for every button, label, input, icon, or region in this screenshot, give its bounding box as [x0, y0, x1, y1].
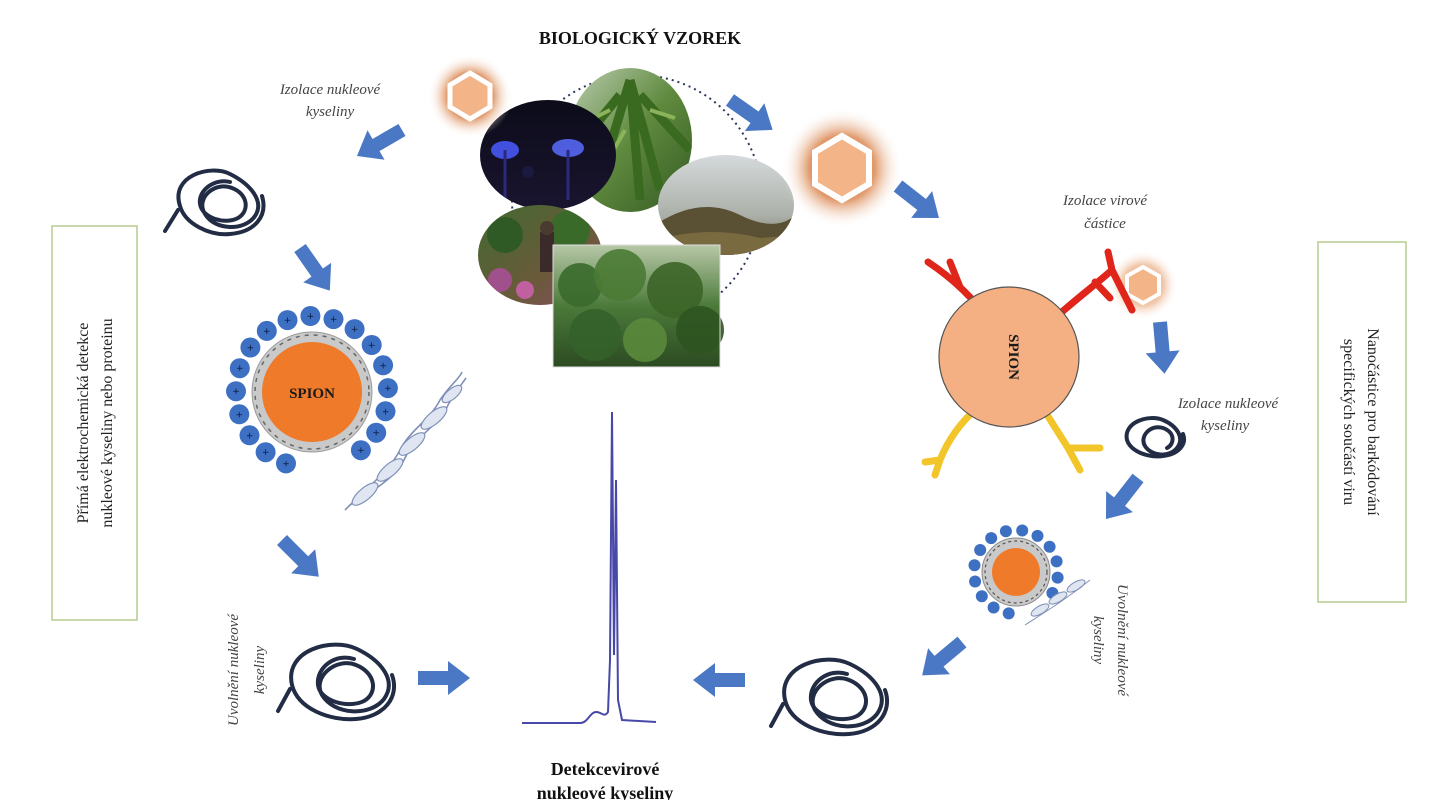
- arrow-to-large-virus: [720, 86, 783, 144]
- charged-bead: [1050, 555, 1063, 568]
- charged-bead: [300, 306, 321, 326]
- charged-bead: [229, 358, 250, 379]
- charged-bead: [240, 337, 261, 358]
- nucleic-acid-coil-right-large: [769, 657, 889, 737]
- label-isolation-nucleic-right-2: kyseliny: [1201, 418, 1250, 434]
- label-isolation-nucleic-left-2: kyseliny: [306, 104, 355, 120]
- bead-charge-sign: +: [382, 407, 390, 417]
- biological-sample-title: BIOLOGICKÝ VZOREK: [539, 27, 741, 48]
- charged-bead: [968, 559, 981, 572]
- label-release-left-2: kyseliny: [252, 646, 268, 695]
- bead-charge-sign: +: [262, 448, 270, 458]
- bead-charge-sign: +: [284, 316, 292, 326]
- label-release-left: Uvolnění nukleové: [226, 613, 242, 726]
- charged-bead: [1002, 607, 1015, 620]
- label-isolation-nucleic-right: Izolace nukleové: [1177, 396, 1280, 412]
- charged-beads-left: ++++++++++++++++++: [226, 306, 398, 474]
- virus-particle-large: [782, 108, 902, 228]
- charged-bead: [974, 544, 987, 556]
- charged-bead: [277, 310, 298, 331]
- left-box-text-line1: Přímá elektrochemická detekce: [75, 323, 92, 524]
- charged-bead: [1043, 540, 1056, 553]
- charged-bead: [985, 532, 998, 545]
- charged-bead: [229, 404, 250, 425]
- nucleic-acid-coil-release-left: [276, 642, 396, 722]
- bead-charge-sign: +: [357, 446, 365, 456]
- label-release-right: Uvolnění nukleové: [1114, 584, 1130, 697]
- bead-charge-sign: +: [384, 384, 392, 394]
- arrow-down-right: [1143, 320, 1182, 376]
- spion-label-right: SPION: [1005, 334, 1021, 380]
- arrow-to-peak-left: [418, 661, 470, 695]
- label-isolation-virus-2: částice: [1084, 216, 1126, 232]
- charged-bead: [987, 601, 1000, 614]
- bead-charge-sign: +: [232, 387, 240, 397]
- bead-charge-sign: +: [372, 429, 380, 439]
- arrow-to-release-left: [269, 527, 331, 589]
- label-isolation-nucleic-left: Izolace nukleové: [279, 82, 382, 98]
- bead-charge-sign: +: [307, 312, 315, 322]
- charged-bead: [361, 335, 382, 355]
- charged-bead: [276, 453, 296, 474]
- arrow-to-left-coil: [348, 115, 411, 171]
- arrow-to-left-spion: [286, 238, 344, 301]
- charged-bead: [969, 575, 982, 588]
- left-info-box: [51, 225, 138, 621]
- charged-bead: [1016, 524, 1029, 537]
- right-box-text-line1: Nanočástice pro barkódování: [1364, 328, 1381, 516]
- label-release-right-2: kyseliny: [1090, 616, 1106, 665]
- biological-sample-collage: [478, 68, 794, 368]
- bead-charge-sign: +: [330, 315, 338, 325]
- nucleic-acid-coil-left: [163, 168, 266, 237]
- charged-bead: [375, 401, 396, 422]
- label-isolation-virus: Izolace virové: [1062, 193, 1148, 209]
- spion-antibody-right: [921, 248, 1136, 479]
- charged-bead: [1051, 571, 1064, 584]
- forest-photo: [552, 244, 724, 368]
- detection-signal-peak: [522, 411, 657, 724]
- bead-charge-sign: +: [236, 364, 244, 374]
- bead-charge-sign: +: [263, 327, 271, 337]
- right-box-text-line2: specifických součástí viru: [1340, 339, 1357, 505]
- spion-bead-cluster-small: [968, 524, 1091, 626]
- charged-bead: [323, 309, 344, 330]
- charged-bead: [239, 425, 260, 446]
- spion-label-left: SPION: [289, 386, 335, 402]
- charged-bead: [255, 442, 276, 463]
- charged-bead: [373, 355, 394, 376]
- arrow-to-coil-right: [911, 628, 973, 689]
- charged-bead: [256, 320, 277, 341]
- charged-bead: [226, 381, 246, 402]
- charged-bead: [975, 590, 988, 603]
- bead-charge-sign: +: [236, 410, 244, 420]
- charged-bead: [366, 422, 387, 443]
- bead-charge-sign: +: [379, 361, 387, 371]
- dna-strand-left: [344, 371, 467, 511]
- bead-charge-sign: +: [282, 459, 290, 469]
- charged-bead: [999, 525, 1012, 538]
- detection-label-line2: nukleové kyseliny: [537, 783, 674, 800]
- bead-charge-sign: +: [351, 325, 359, 335]
- arrow-to-small-spion: [1092, 467, 1152, 530]
- arrow-to-peak-right: [693, 663, 745, 697]
- left-box-text-line2: nukleové kyseliny nebo proteinu: [99, 318, 116, 527]
- bead-charge-sign: +: [246, 431, 254, 441]
- nucleic-acid-coil-right-small: [1124, 416, 1186, 459]
- spion-bead-cluster-left: ++++++++++++++++++: [226, 306, 467, 511]
- virus-particle-top: [428, 54, 512, 138]
- charged-bead: [377, 378, 398, 399]
- detection-label-line1: Detekcevirové: [551, 759, 660, 779]
- dna-strand-small: [1024, 579, 1091, 626]
- bead-charge-sign: +: [368, 341, 376, 351]
- charged-bead: [1031, 529, 1044, 542]
- right-info-box: [1317, 241, 1407, 603]
- bead-charge-sign: +: [247, 344, 255, 354]
- charged-bead: [350, 440, 371, 461]
- charged-bead: [344, 319, 365, 340]
